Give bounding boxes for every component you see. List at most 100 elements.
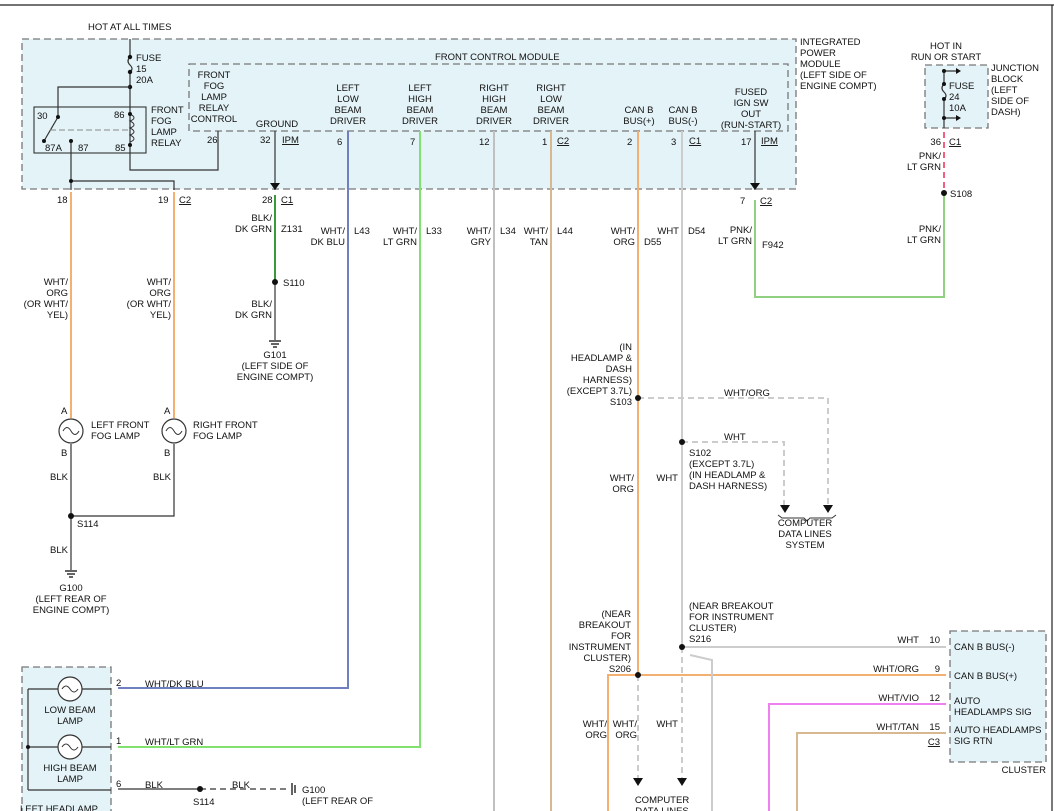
text-line: GROUND [256, 119, 298, 130]
text-line: RIGHT FRONT [193, 420, 258, 431]
text-line: LOW [337, 94, 359, 105]
svg-text:BLK: BLK [153, 472, 172, 483]
text-line: LEFT [336, 83, 359, 94]
svg-text:PNK/LT GRN: PNK/LT GRN [907, 224, 941, 246]
text-line: BUS(+) [623, 116, 654, 127]
text-line: BLK/ [251, 299, 272, 310]
text-line: FOR INSTRUMENT [689, 612, 774, 623]
svg-text:C2: C2 [557, 136, 569, 147]
svg-text:S114: S114 [193, 797, 214, 808]
text-line: PNK/ [730, 225, 753, 236]
pin-85: 85 [115, 143, 126, 154]
svg-text:C2: C2 [179, 195, 191, 206]
text-line: WHT/ [44, 277, 69, 288]
text-line: WHT/ [583, 719, 608, 730]
text-line: FUSE [949, 81, 974, 92]
svg-text:L34: L34 [500, 226, 516, 237]
text-line: (RUN-START) [721, 120, 781, 131]
text-line: AUTO HEADLAMPS [954, 725, 1041, 736]
text-line: (LEFT SIDE OF [242, 361, 309, 372]
text-line: WHT/ [321, 226, 346, 237]
text-line: (OR WHT/ [24, 299, 69, 310]
text-line: YEL) [47, 310, 68, 321]
text-line: L44 [557, 226, 573, 237]
svg-text:3: 3 [671, 137, 676, 148]
text-line: L33 [426, 226, 442, 237]
pin-87: 87 [78, 143, 89, 154]
text-line: HIGH [408, 94, 432, 105]
svg-text:IPM: IPM [761, 136, 778, 147]
wire [768, 703, 946, 811]
svg-text:CAN B BUS(-): CAN B BUS(-) [954, 642, 1015, 653]
text-line: (LEFT REAR OF [35, 594, 106, 605]
text-line: S110 [283, 278, 304, 289]
svg-text:WHT/ORG: WHT/ORG [610, 473, 635, 495]
text-line: 10A [949, 103, 967, 114]
svg-text:C1: C1 [949, 137, 961, 148]
text-line: LAMP [57, 774, 83, 785]
text-line: WHT/ [147, 277, 172, 288]
pin-30: 30 [37, 111, 48, 122]
text-line: FOG [151, 116, 172, 127]
text-line: DASH HARNESS) [689, 481, 767, 492]
text-line: WHT/ORG [873, 664, 919, 675]
svg-text:36: 36 [930, 137, 941, 148]
text-line: ORG [585, 730, 607, 741]
text-line: LT GRN [718, 236, 752, 247]
text-line: COMPUTER [778, 518, 833, 529]
text-line: WHT [897, 635, 919, 646]
text-line: OUT [741, 109, 761, 120]
svg-text:PNK/LT GRN: PNK/LT GRN [907, 151, 941, 173]
text-line: LAMP [201, 92, 227, 103]
text-line: PNK/ [919, 151, 942, 162]
svg-text:1: 1 [116, 736, 121, 747]
svg-text:D54: D54 [688, 226, 705, 237]
pin-87a: 87A [45, 143, 63, 154]
text-line: 20A [136, 75, 154, 86]
text-line: HARNESS) [583, 375, 632, 386]
text-line: WHT/TAN [876, 722, 919, 733]
text-line: (IN HEADLAMP & [689, 470, 766, 481]
svg-text:S108: S108 [950, 189, 972, 200]
hot-at-all-times-label: HOT AT ALL TIMES [88, 22, 171, 33]
text-line: HIGH BEAM [43, 763, 96, 774]
text-line: (OR WHT/ [127, 299, 172, 310]
text-line: ENGINE COMPT) [237, 372, 314, 383]
text-line: FUSED [735, 87, 767, 98]
svg-text:WHT/ORG: WHT/ORG [583, 719, 608, 741]
wire [118, 131, 421, 748]
svg-text:WHT/LT GRN: WHT/LT GRN [383, 226, 417, 248]
svg-text:17: 17 [741, 137, 752, 148]
svg-text:L43: L43 [354, 226, 370, 237]
text-line: G101 [263, 350, 286, 361]
s114-label: S114 [77, 519, 98, 530]
svg-text:WHT/ORG: WHT/ORG [724, 388, 770, 399]
svg-text:WHT: WHT [657, 226, 679, 237]
svg-text:6: 6 [116, 779, 121, 790]
wire [689, 654, 713, 811]
text-line: FOR [611, 631, 631, 642]
wires [70, 131, 946, 811]
svg-text:WHT: WHT [656, 719, 678, 730]
text-line: CAN B [624, 105, 653, 116]
svg-text:15: 15 [929, 722, 940, 733]
svg-text:GROUND: GROUND [256, 119, 298, 130]
text-line: (EXCEPT 3.7L) [567, 386, 632, 397]
text-line: DRIVER [402, 116, 438, 127]
text-line: HEADLAMP & [571, 353, 633, 364]
svg-text:10: 10 [929, 635, 940, 646]
text-line: BREAKOUT [579, 620, 631, 631]
